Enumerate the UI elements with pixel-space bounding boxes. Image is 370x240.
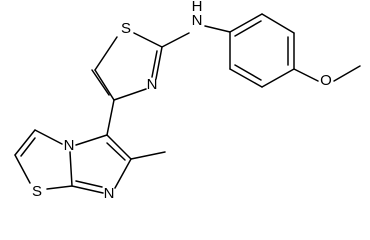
bond-c4-c5 [94,69,115,101]
bond-ph-o [293,68,319,82]
bond-im-c2-n1 [114,158,132,189]
bond-n3-c4 [113,88,147,101]
molecule-drawing: S N N H O N S N [14,0,361,202]
bond-ph-1-2-inner [234,20,262,37]
bond-thiazole-imidazole [106,99,115,136]
phenyl-ring [229,13,295,88]
methoxy-group [293,65,361,82]
bond-ph-5-6-inner [234,64,262,81]
bond-ft-c5-c6-inner [20,137,36,157]
amine-link [161,25,231,48]
structure-canvas: S N N H O N S N [14,0,361,202]
atom-n2-label: N [64,137,75,154]
bond-im-n4-c3 [75,134,108,146]
bond-c5-s1 [94,36,118,71]
bond-c2-n3 [155,46,163,80]
bond-c2-nh [161,32,190,48]
bond-im-n1-c7a [71,185,104,194]
bond-ft-n4-c5 [34,129,63,145]
bond-im-c3-c2 [106,134,132,160]
bond-s1-c2 [133,32,163,48]
atom-n3-label: N [104,185,115,202]
bond-im-c3-c2-inner [106,142,126,161]
fused-thiazole-ring [14,129,73,190]
bond-im-n1-c7a-inner [75,180,103,188]
atom-nh-h-label: H [192,0,203,15]
bond-im-c7a-n4 [69,151,73,187]
bond-ph-5-6 [229,68,263,88]
bond-o-ch3 [333,65,361,82]
bond-ph-1-2 [229,13,263,33]
bond-c2-n3-double [151,50,158,78]
thiazole-ring [91,32,163,101]
bond-ph-4-5 [261,68,295,88]
atom-s1-label: S [121,20,131,37]
bond-ft-s-c7a [46,185,73,190]
bond-ft-c6-s [14,154,31,184]
imidazole-ring [69,134,132,194]
bond-c4-c5-double [91,69,110,96]
atom-o1-label: O [320,72,332,89]
atom-nh-n-label: N [192,12,203,29]
bond-ft-c5-c6 [14,129,36,156]
bond-methyl [130,151,166,160]
atom-n1-label: N [147,76,158,93]
bond-nh-phenyl [204,25,231,33]
atom-s2-label: S [32,183,42,200]
bond-ph-2-3 [261,13,295,34]
